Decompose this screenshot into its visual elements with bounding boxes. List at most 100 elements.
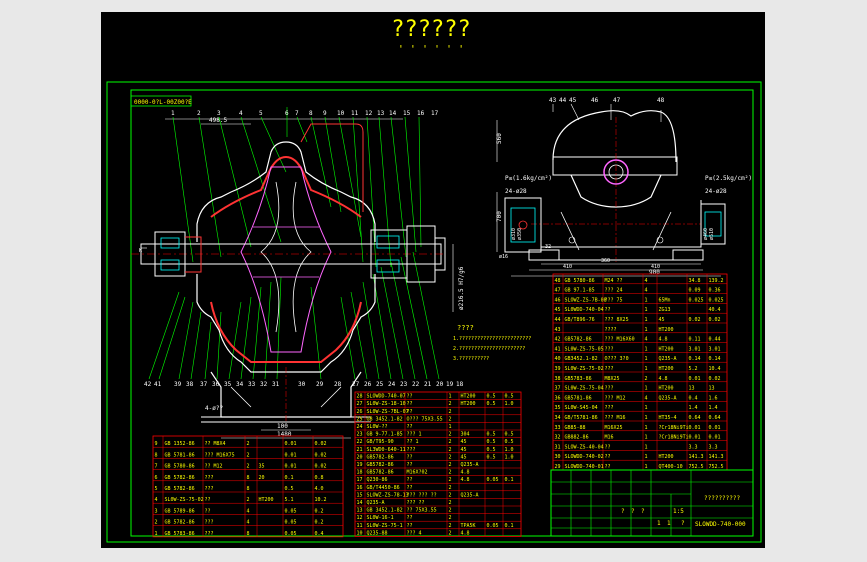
table-cell: 17 [357,477,363,483]
table-cell: ??? 1 [407,432,422,438]
table-cell: 3 [155,508,158,514]
table-cell: 0.05 [487,477,499,483]
table-cell: 46 [555,297,561,303]
table-cell: TPA5K [461,523,476,529]
table-cell: 1 [449,424,452,430]
table-cell: HT200 [461,401,476,407]
callout-top-5: 5 [259,110,263,117]
holes-left: 24-ø28 [505,188,527,195]
table-cell: 65Mn [659,297,671,303]
table-cell: 0.02 [709,317,721,323]
table-cell: ?? [205,497,211,503]
table-cell: 2 [449,439,452,445]
callout-bottom-27: 27 [352,381,360,388]
table-cell: 0.01 [285,464,297,470]
callout-top-11: 11 [351,110,359,117]
table-cell: 13 [709,386,715,392]
table-cell: 141.3 [689,454,704,460]
table-cell: 24 [357,424,363,430]
table-cell: ?? [407,394,413,400]
table-cell: GB 5781-86 [165,452,195,458]
table-cell: 0.5 [285,486,294,492]
table-cell: 4 [247,508,250,514]
table-cell: GB 5782-86 [165,486,195,492]
table-cell: 2 [449,492,452,498]
table-cell: 1.6 [709,395,718,401]
table-cell: 2 [449,523,452,529]
table-cell: GB/T95-90 [367,439,394,445]
dim-side-left-height: 700 [496,211,503,222]
table-cell: 2 [449,401,452,407]
table-cell: 0.5 [505,439,514,445]
callout-top-10: 10 [337,110,345,117]
callout-top-6: 6 [285,110,289,117]
table-cell: 35 [555,405,561,411]
callout-top-15: 15 [403,110,411,117]
table-cell: 39 [555,366,561,372]
table-cell: SL0W-ZS-75-02 [565,366,604,372]
callout-bottom-42: 42 [144,381,152,388]
drawing-subtitle: ' ' ' ' ' ' [398,44,464,55]
table-cell: 2 [449,508,452,514]
table-cell: 4 [645,337,648,343]
callout-bottom-31: 31 [272,381,280,388]
table-cell: 15 [357,492,363,498]
table-cell: ??? 75 [605,297,623,303]
table-cell: 1.4 [689,405,698,411]
table-cell: 0.5 [487,447,496,453]
callout-top-1: 1 [171,110,175,117]
table-cell: 0.025 [689,297,704,303]
table-cell: 0.05 [285,520,297,526]
table-cell: 3.01 [709,346,721,352]
table-cell: 752.5 [709,464,724,470]
table-cell: ??? [205,520,214,526]
table-cell: SL0W-ZS-7BL-07 [367,409,409,415]
table-cell: 2 [449,500,452,506]
table-cell: 44 [555,317,561,323]
table-cell: ?? [407,523,413,529]
title-block-mark-5: 1 [667,520,671,527]
callout-bottom-28: 28 [334,381,342,388]
table-cell: SL3WD0-640-11 [367,447,406,453]
dim-d460: ø460 [703,228,709,240]
table-cell: ??? 4 [407,530,422,536]
table-cell: M16 [605,435,614,441]
table-cell: QT400-10 [659,464,683,470]
table-cell: 0.02 [315,464,327,470]
table-cell: SL0W-ZS-75-04 [565,386,604,392]
technical-notes: ???? 1.???????????????????????? 2.??????… [453,324,531,362]
table-cell: 40.4 [709,307,721,313]
callout-bottom-35: 35 [224,381,232,388]
table-cell: 35 [259,464,265,470]
table-cell: 1 [645,425,648,431]
table-cell: Q235-A [659,356,677,362]
table-cell: ?? [605,454,611,460]
table-cell: 6 [155,475,158,481]
title-block-mark-3: ? [641,508,645,515]
table-cell: ?? [407,515,413,521]
table-cell: 8 [247,475,250,481]
table-cell: O??? 75X3.55 [407,416,443,422]
table-cell: 0.05 [285,531,297,537]
dim-bottom-2: 410 [563,264,572,270]
side-label-46: 46 [591,97,599,104]
table-cell: 5 [155,486,158,492]
notes-line-2: 2.?????????????????????? [453,346,525,352]
table-cell: 2 [645,376,648,382]
table-cell: ?? [407,401,413,407]
table-cell: 0.11 [689,337,701,343]
table-cell: 47 [555,288,561,294]
callout-top-14: 14 [389,110,397,117]
table-cell: 0.44 [709,337,721,343]
table-cell: ?? 1 [407,439,419,445]
table-cell: 2 [449,409,452,415]
table-cell: ??? [605,386,614,392]
table-cell: 45 [461,439,467,445]
table-cell: GB3452.1-82 [565,356,598,362]
table-cell: M24 ?? [605,278,623,284]
title-block: ?????????? SLOWDD-740-000 1:5 ? ? ? 1 1 … [550,469,754,537]
table-cell: ?? M8X4 [205,441,226,447]
table-cell: 3.3 [689,444,698,450]
